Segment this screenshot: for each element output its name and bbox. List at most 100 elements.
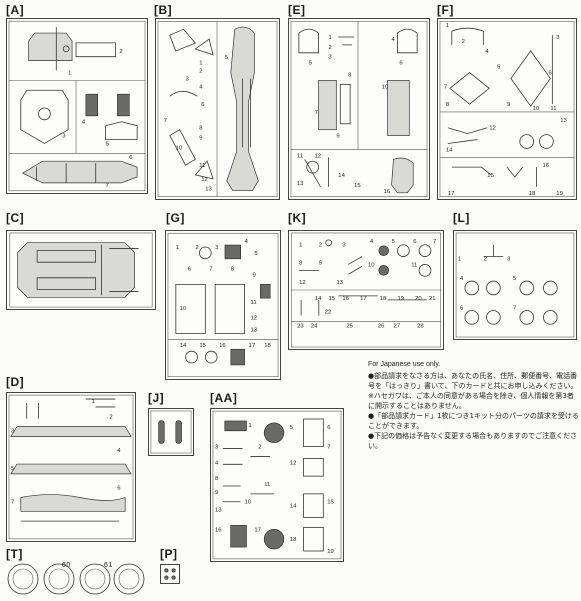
part-number: 12 [290, 460, 297, 466]
part-number: 13 [251, 328, 258, 334]
part-number: 15 [354, 183, 361, 189]
part-number: 11 [550, 106, 556, 112]
part-number: 17 [448, 191, 455, 197]
part-number: 14 [290, 504, 297, 510]
part-number: 26 [378, 323, 385, 329]
part-number: 10 [368, 262, 375, 268]
part-number: 3 [507, 256, 511, 262]
part-number: 2 [319, 243, 322, 249]
sprue-label-t: [T] [6, 547, 23, 561]
part-number: 11 [264, 482, 270, 488]
note-line: ●下記の価格は予告なく変更する場合もありますのでご注意ください。 [368, 432, 578, 450]
part-number: 5 [513, 276, 517, 282]
part-number: 9 [252, 273, 255, 279]
part-number: 13 [297, 181, 304, 187]
part-number: 22 [325, 310, 332, 316]
part-number: 8 [215, 476, 219, 482]
part-number: 1 [92, 399, 95, 405]
part-number: 7 [164, 118, 167, 124]
part-number: 11 [251, 300, 257, 306]
part-number: 6 [460, 306, 464, 312]
sprue-tree-e: 1 2 3 4 5 6 7 8 9 10 11 12 13 14 15 16 [288, 18, 430, 200]
part-number: 9 [199, 136, 202, 142]
part-number: 13 [205, 187, 212, 193]
part-number: 18 [529, 191, 536, 197]
part-number: 21 [429, 296, 436, 302]
part-number: 2 [258, 445, 261, 451]
part-number: 14 [180, 343, 187, 349]
part-number: 2 [119, 49, 122, 55]
part-number: 13 [337, 280, 344, 286]
part-number: 7 [513, 306, 516, 312]
part-number: 15 [487, 173, 494, 179]
sprue-tree-g: 1 2 3 4 5 6 7 8 9 10 11 12 13 14 15 16 1… [165, 230, 281, 380]
part-number: 8 [199, 126, 203, 132]
part-number: 27 [394, 323, 401, 329]
part-number: 7 [444, 84, 447, 90]
part-number: 6 [188, 267, 192, 273]
part-number: 24 [311, 323, 318, 329]
sprue-label-a: [A] [6, 3, 25, 17]
part-number: 16 [215, 527, 222, 533]
sprue-label-l: [L] [453, 211, 470, 225]
part-number: 1 [446, 23, 449, 29]
part-number: 7 [327, 445, 330, 451]
part-number: 10 [180, 306, 187, 312]
part-number: 3 [215, 445, 219, 451]
part-number: 6 [117, 486, 121, 492]
part-number: 2 [328, 45, 331, 51]
part-number: 1 [176, 245, 179, 251]
part-number: 4 [82, 120, 86, 126]
sprue-tree-l: 1 2 3 4 5 6 7 [453, 230, 577, 340]
sprue-tree-p [160, 564, 180, 584]
part-number: 25 [346, 323, 353, 329]
sprue-label-p: [P] [160, 547, 178, 561]
part-number: 4 [215, 460, 219, 466]
part-number: 2 [109, 415, 112, 421]
part-number: 3 [62, 134, 66, 140]
part-number: 7 [11, 499, 14, 505]
part-number: 18 [264, 343, 271, 349]
part-number: 4 [117, 448, 121, 454]
part-number: 16 [342, 296, 349, 302]
tire-part [6, 562, 40, 596]
part-number: 4 [460, 276, 464, 282]
sprue-label-c: [C] [6, 211, 25, 225]
part-number: 10 [176, 145, 183, 151]
part-number: 12 [201, 177, 208, 183]
part-number: 14 [338, 173, 345, 179]
part-number: 17 [254, 527, 261, 533]
sprue-tree-b: 1 2 3 4 5 6 7 8 9 10 11 12 13 [155, 18, 280, 200]
part-number: 11 [297, 153, 303, 159]
part-number: 4 [199, 84, 203, 90]
part-number: 5 [254, 251, 258, 257]
part-number: 16 [219, 343, 226, 349]
part-number: 18 [290, 537, 297, 543]
part-number: 4 [392, 37, 396, 43]
sprue-tree-j [148, 408, 194, 456]
sprue-tree-d: 1 2 3 4 5 6 7 [6, 392, 136, 542]
part-number: 9 [336, 134, 339, 140]
part-number: 8 [231, 267, 235, 273]
part-number: 5 [106, 141, 110, 147]
part-number: 5 [225, 55, 229, 61]
part-number: 10 [382, 84, 389, 90]
part-number: 19 [397, 296, 404, 302]
part-number: 5 [290, 425, 294, 431]
part-number: 1 [458, 256, 461, 262]
part-number: 6 [327, 425, 331, 431]
part-number: 60 [62, 562, 71, 569]
part-number: 13 [215, 508, 222, 514]
sprue-label-f: [F] [437, 3, 454, 17]
part-number: 3 [556, 35, 560, 41]
part-number: 15 [327, 500, 334, 506]
part-number: 5 [497, 65, 501, 71]
part-number: 16 [384, 189, 391, 195]
part-number: 8 [446, 102, 450, 108]
part-number: 3 [215, 245, 219, 251]
part-number: 7 [106, 183, 109, 189]
part-number: 1 [68, 70, 71, 76]
sprue-tree-a: 1 2 3 4 5 6 7 [6, 18, 148, 194]
note-line: ●部品請求をなさる方は、あなたの氏名、住所、郵便番号、電話番号を「はっきり」書い… [368, 372, 578, 390]
part-number: 7 [433, 239, 436, 245]
